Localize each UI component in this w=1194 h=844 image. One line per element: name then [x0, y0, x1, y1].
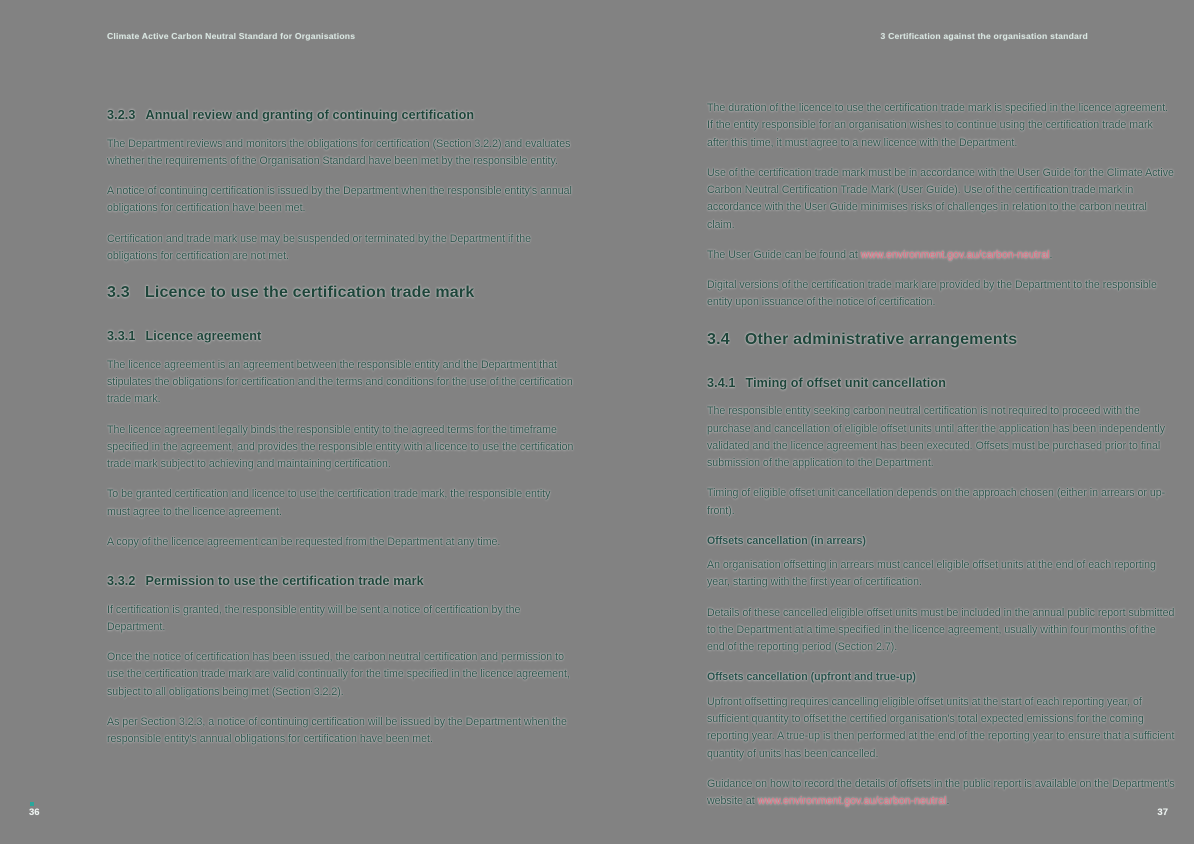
section-heading-3-3-2: 3.3.2 Permission to use the certification… [107, 571, 575, 592]
section-heading-3-3: 3.3 Licence to use the certification trad… [107, 280, 575, 306]
heading-title: Permission to use the certification trad… [145, 574, 424, 589]
section-heading-3-3-1: 3.3.1 Licence agreement [107, 326, 575, 347]
paragraph: The duration of the licence to use the c… [707, 102, 1169, 149]
heading-title: Licence agreement [145, 329, 262, 344]
paragraph: Upfront offsetting requires cancelling e… [707, 695, 1175, 760]
paragraph-with-link: The User Guide can be found at www.envir… [707, 247, 1175, 264]
user-guide-link[interactable]: www.environment.gov.au/carbon-neutral [860, 248, 1050, 261]
heading-number: 3.3.2 [107, 574, 136, 589]
heading-number: 3.3 [107, 284, 130, 302]
page-left-content: 3.2.3 Annual review and granting of conti… [107, 105, 575, 761]
subheading-offsets-upfront: Offsets cancellation (upfront and true-u… [707, 671, 916, 684]
paragraph: The Department reviews and monitors the … [107, 137, 571, 167]
subheading-offsets-in-arrears: Offsets cancellation (in arrears) [707, 534, 866, 547]
paragraph: Use of the certification trade mark must… [707, 166, 1174, 231]
link-prefix-text: Guidance on how to record the details of… [707, 777, 1175, 808]
running-header-right: 3 Certification against the organisation… [880, 31, 1088, 41]
paragraph: The licence agreement is an agreement be… [107, 358, 573, 406]
paragraph: Digital versions of the certification tr… [707, 279, 1157, 309]
page-right-content: The duration of the licence to use the c… [707, 100, 1175, 823]
section-heading-3-2-3: 3.2.3 Annual review and granting of conti… [107, 105, 575, 126]
paragraph: Certification and trade mark use may be … [107, 232, 531, 262]
paragraph: If certification is granted, the respons… [107, 603, 521, 633]
link-suffix-text: . [946, 795, 950, 808]
paragraph: A copy of the licence agreement can be r… [107, 535, 501, 548]
heading-number: 3.3.1 [107, 329, 136, 344]
link-suffix-text: . [1049, 248, 1053, 261]
paragraph: As per Section 3.2.3, a notice of contin… [107, 715, 567, 746]
section-heading-3-4: 3.4 Other administrative arrangements [707, 327, 1175, 353]
page-number-right: 37 [1157, 807, 1168, 818]
paragraph: To be granted certification and licence … [107, 488, 551, 518]
paragraph: An organisation offsetting in arrears mu… [707, 559, 1156, 589]
heading-number: 3.4 [707, 330, 730, 348]
page-accent-mark [30, 802, 34, 806]
page-number-left: 36 [29, 807, 40, 818]
paragraph: Timing of eligible offset unit cancellat… [707, 487, 1166, 517]
section-heading-3-4-1: 3.4.1 Timing of offset unit cancellation [707, 373, 1175, 394]
heading-number: 3.4.1 [707, 375, 736, 390]
paragraph: Details of these cancelled eligible offs… [707, 606, 1175, 654]
paragraph: The licence agreement legally binds the … [107, 423, 574, 471]
heading-title: Timing of offset unit cancellation [745, 375, 946, 390]
paragraph: A notice of continuing certification is … [107, 185, 572, 215]
link-prefix-text: The User Guide can be found at [707, 248, 861, 261]
heading-number: 3.2.3 [107, 108, 136, 122]
paragraph-with-link: Guidance on how to record the details of… [707, 776, 1175, 811]
heading-title: Other administrative arrangements [744, 330, 1018, 348]
heading-title: Licence to use the certification trade m… [144, 284, 475, 302]
paragraph: Once the notice of certification has bee… [107, 651, 570, 698]
paragraph: The responsible entity seeking carbon ne… [707, 405, 1166, 470]
running-header-left: Climate Active Carbon Neutral Standard f… [107, 31, 356, 41]
department-website-link[interactable]: www.environment.gov.au/carbon-neutral [757, 795, 947, 808]
heading-title: Annual review and granting of continuing… [145, 108, 475, 122]
